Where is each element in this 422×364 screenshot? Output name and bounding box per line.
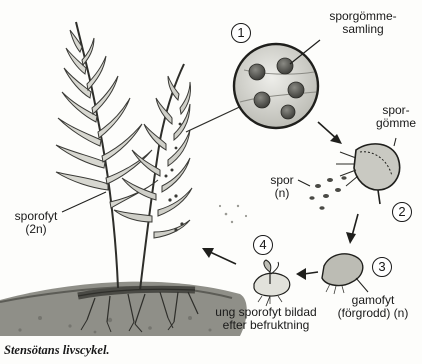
fern-frond-right [114,64,246,290]
label-gamofyt: gamofyt (förgrodd) (n) [326,294,420,320]
fern-frond-left [56,22,158,288]
label-ung-sporofyt-line2: efter befruktning [196,319,336,332]
arrow-gamofyt-to-young [296,268,318,280]
label-gamofyt-line2: (förgrodd) (n) [326,307,420,320]
step-2-badge: 2 [392,202,412,222]
label-ung-sporofyt: ung sporofyt bildad efter befruktning [196,306,336,332]
young-sporophyte [254,260,290,306]
label-sporofyt: sporofyt (2n) [6,210,66,236]
label-sporofyt-line2: (2n) [6,223,66,236]
sporangium [336,138,400,204]
arrow-spores-to-gamofyt [346,214,358,244]
step-3-badge: 3 [372,257,392,277]
step-1-badge: 1 [231,23,251,43]
label-spor-line2: (n) [264,187,300,200]
figure-caption: Stensötans livscykel. [4,343,110,358]
label-spor: spor (n) [264,174,300,200]
step-4-badge: 4 [253,235,273,255]
label-sporgomme-samling: sporgömme- samling [308,10,418,36]
arrow-lens-to-sporangium [318,122,342,144]
arrow-young-to-fern [202,248,236,264]
sporofyt-leader [62,192,106,212]
gametophyte [322,254,368,294]
label-sporgomme-samling-line2: samling [308,23,418,36]
label-sporgomme-line2: gömme [372,117,420,130]
label-sporgomme: spor- gömme [372,104,420,130]
magnified-leaf-lens [234,40,320,128]
